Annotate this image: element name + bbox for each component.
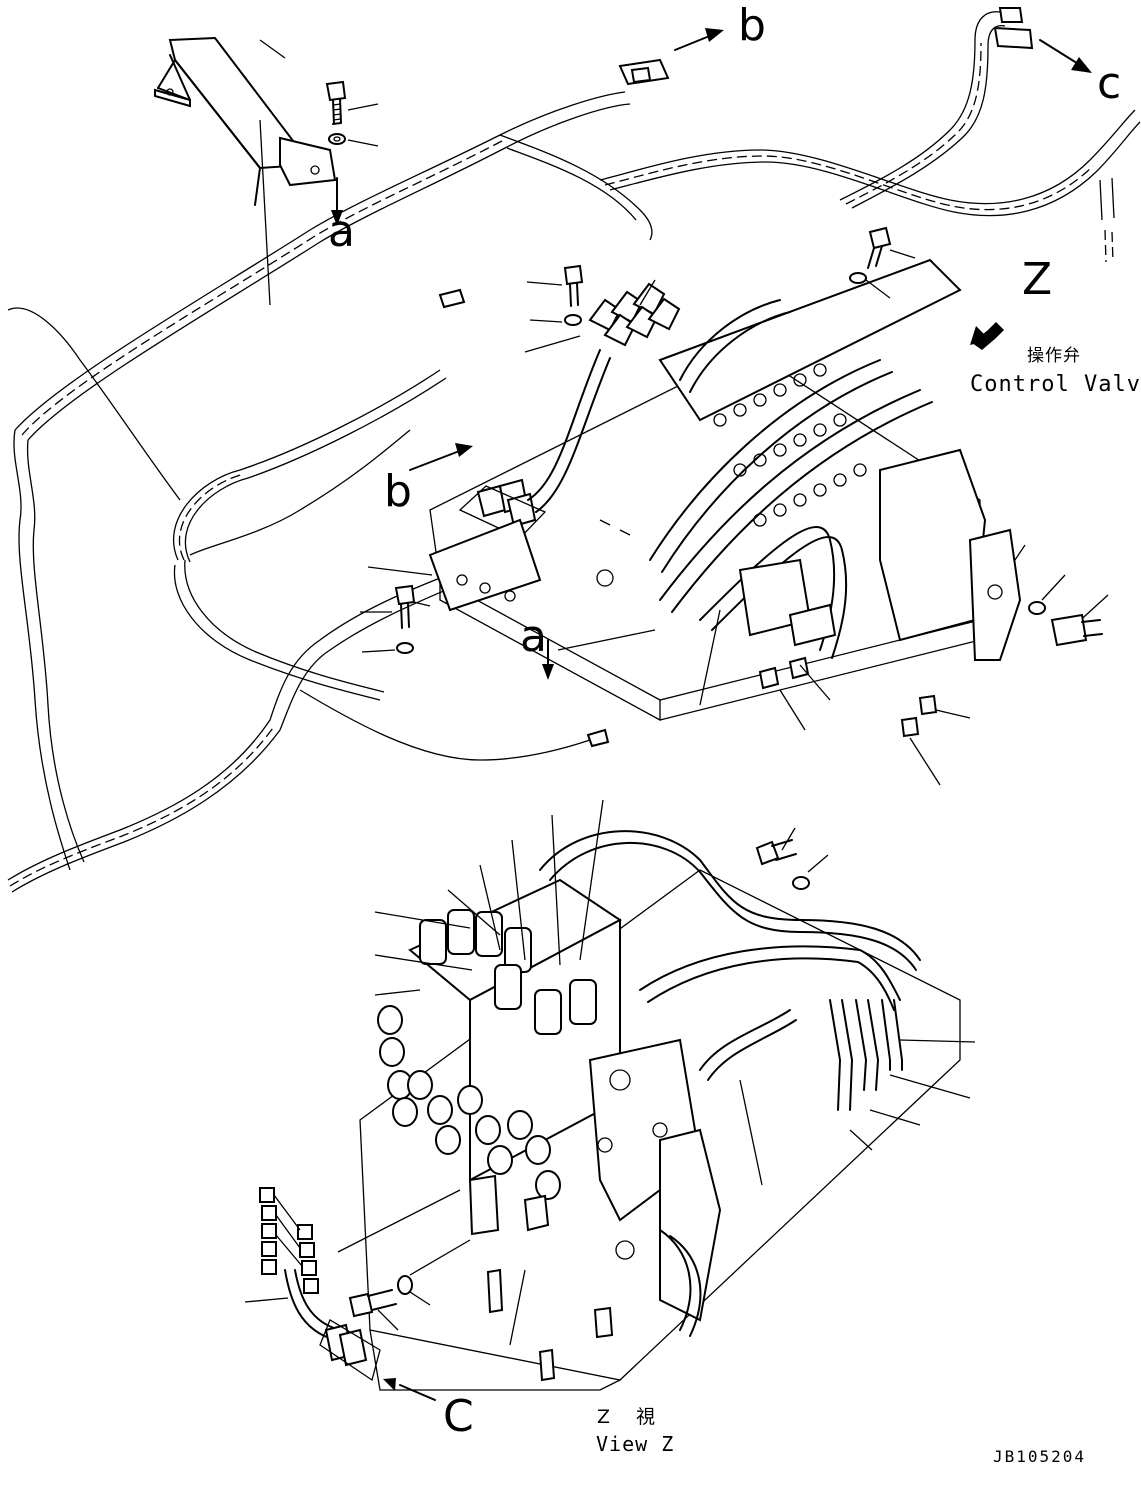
view-z-label-en: View Z	[596, 1432, 675, 1456]
arrow-icon	[542, 639, 554, 680]
washer-icon	[396, 642, 414, 654]
washer-icon	[328, 133, 346, 145]
view-z-label-jp: Z 視	[597, 1406, 666, 1428]
ref-label-b: b	[738, 0, 766, 51]
ref-label-b-mid: b	[384, 466, 412, 517]
control-valve-lower	[359, 830, 961, 1391]
drawing-number: JB105204	[993, 1447, 1087, 1466]
washer-icon	[564, 314, 582, 326]
arrow-icon	[409, 443, 473, 471]
arrow-icon	[383, 1378, 436, 1401]
connector-icon	[259, 1187, 381, 1382]
ref-label-c-lower: C	[443, 1391, 474, 1442]
connector-icon	[438, 7, 1034, 748]
bolt-icon	[563, 264, 584, 307]
ref-label-c: c	[1097, 58, 1122, 109]
view-direction-arrow-icon	[970, 322, 1004, 350]
bolt-icon	[325, 80, 347, 125]
connector-icon	[458, 282, 681, 539]
washer-icon	[1028, 601, 1046, 615]
arrow-icon	[674, 28, 724, 51]
arrow-icon	[331, 177, 343, 226]
ref-label-a: a	[328, 206, 355, 257]
control-valve-upper	[428, 258, 1022, 738]
bolt-icon	[1050, 613, 1103, 647]
wiring-harness	[7, 11, 1141, 893]
control-valve-label-en: Control Valve	[970, 372, 1141, 397]
ref-label-a-mid: a	[520, 611, 547, 662]
arrow-icon	[1039, 39, 1092, 73]
bracket-icon	[154, 36, 337, 206]
washer-icon	[792, 876, 810, 890]
washer-icon	[849, 272, 867, 284]
bolt-icon	[348, 1289, 397, 1318]
bolt-icon	[755, 839, 797, 866]
bolt-icon	[867, 226, 892, 269]
control-valve-label-jp: 操作弁	[1027, 346, 1081, 366]
washer-icon	[397, 1275, 413, 1295]
bolt-icon	[394, 584, 416, 629]
view-label-z: Z	[1022, 254, 1053, 305]
